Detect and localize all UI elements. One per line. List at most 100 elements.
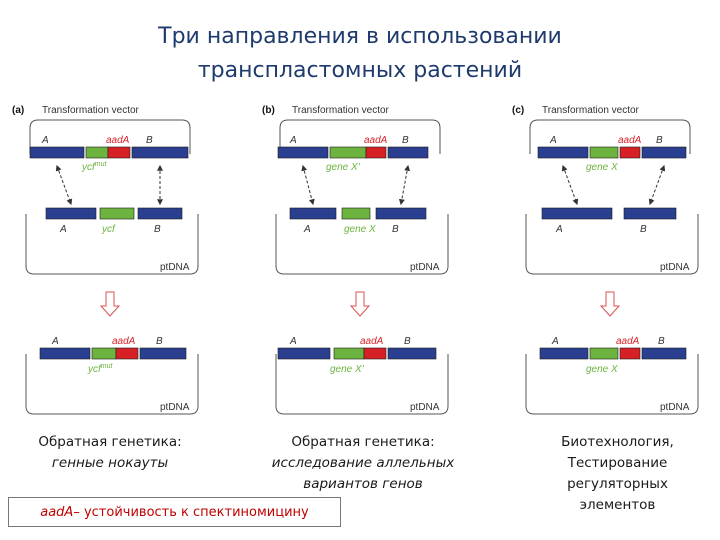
result-aada-block — [115, 347, 139, 360]
result-label-b: B — [658, 336, 665, 347]
ptdna-outline — [275, 214, 449, 275]
ptdna-block-a — [289, 207, 337, 220]
vector-outline — [29, 119, 191, 154]
result-label-a: A — [551, 336, 559, 347]
result-outline — [275, 354, 449, 415]
result-gene-block — [333, 347, 365, 360]
ptdna-label: ptDNA — [410, 262, 440, 273]
recombination-arrow-a — [301, 164, 315, 206]
result-gene-block — [91, 347, 117, 360]
ptdna-label: ptDNA — [660, 262, 690, 273]
note-text: – устойчивость к спектиномицину — [73, 504, 309, 520]
aada-note: aadA – устойчивость к спектиномицину — [8, 497, 341, 527]
ptdna-gene-block — [341, 207, 371, 220]
panel-tag: (c) — [512, 105, 524, 116]
ptdna-label: ptDNA — [160, 262, 190, 273]
vector-label-aada: aadA — [618, 135, 642, 146]
result-aada-block — [619, 347, 641, 360]
caption-a-line-1: Обратная генетика: — [38, 434, 182, 450]
ptdna-block-b — [375, 207, 427, 220]
vector-aada-block — [107, 146, 131, 159]
result-block-b — [387, 347, 437, 360]
caption-b-line-3: вариантов генов — [303, 476, 423, 492]
result-gene-block — [589, 347, 619, 360]
vector-label: Transformation vector — [292, 105, 390, 116]
vector-label-gene: ycfmut — [81, 161, 108, 173]
vector-label-a: A — [41, 135, 49, 146]
result-block-a — [277, 347, 331, 360]
ptdna-label-a: A — [59, 224, 67, 235]
ptdna-label-a: A — [303, 224, 311, 235]
vector-aada-block — [619, 146, 641, 159]
caption-c-line-3: регуляторных — [567, 476, 668, 492]
result-outline — [525, 354, 699, 415]
vector-gene-block — [329, 146, 367, 159]
vector-gene-block — [85, 146, 109, 159]
result-label-a: A — [289, 336, 297, 347]
vector-outline — [279, 119, 441, 154]
vector-label-b: B — [146, 135, 153, 146]
result-block-b — [641, 347, 687, 360]
page-title: Три направления в использовании транспла… — [0, 20, 720, 88]
vector-block-b — [131, 146, 189, 159]
ptdna-label-gene: ycf — [101, 224, 116, 235]
vector-label: Transformation vector — [42, 105, 140, 116]
result-outline — [25, 354, 199, 415]
caption-c-line-1: Биотехнология, — [561, 434, 674, 450]
ptdna-block-a — [541, 207, 613, 220]
caption-panel-c: Биотехнология, Тестирование регуляторных… — [520, 432, 715, 516]
recombination-arrow-a — [55, 164, 73, 206]
vector-block-a — [277, 146, 329, 159]
result-label-gene: ycfmut — [87, 363, 114, 375]
ptdna-block-a — [45, 207, 97, 220]
vector-aada-block — [365, 146, 387, 159]
ptdna-label-b: B — [640, 224, 647, 235]
vector-outline — [529, 119, 691, 154]
result-block-a — [539, 347, 589, 360]
ptdna-label-b: B — [392, 224, 399, 235]
vector-label-gene: gene X — [586, 162, 618, 173]
recombination-arrow-a — [561, 164, 579, 206]
note-gene: aadA — [40, 504, 74, 520]
ptdna-outline — [25, 214, 199, 275]
vector-block-a — [29, 146, 85, 159]
vector-label-b: B — [402, 135, 409, 146]
vector-gene-block — [589, 146, 619, 159]
result-label-b: B — [156, 336, 163, 347]
title-line-1: Три направления в использовании — [158, 24, 562, 49]
transition-arrow — [599, 291, 621, 317]
ptdna-gene-block — [99, 207, 135, 220]
panel-tag: (a) — [12, 105, 24, 116]
result-ptdna-label: ptDNA — [660, 402, 690, 413]
result-block-b — [139, 347, 187, 360]
recombination-arrow-b — [398, 164, 411, 206]
vector-label-aada: aadA — [364, 135, 388, 146]
caption-c-line-2: Тестирование — [567, 455, 668, 471]
ptdna-label-a: A — [555, 224, 563, 235]
result-label-b: B — [404, 336, 411, 347]
transition-arrow — [349, 291, 371, 317]
vector-label-a: A — [549, 135, 557, 146]
recombination-arrow-b — [648, 164, 666, 206]
ptdna-label-gene: gene X — [344, 224, 376, 235]
result-label-aada: aadA — [112, 336, 136, 347]
caption-c-line-4: элементов — [579, 497, 656, 513]
ptdna-outline — [525, 214, 699, 275]
title-line-2: транспластомных растений — [197, 58, 523, 83]
result-label-aada: aadA — [616, 336, 640, 347]
ptdna-block-b — [137, 207, 183, 220]
result-label-gene: gene X' — [330, 364, 365, 375]
caption-panel-b: Обратная генетика: исследование аллельны… — [248, 432, 478, 495]
caption-b-line-2: исследование аллельных — [271, 455, 455, 471]
vector-label-gene: gene X' — [326, 162, 361, 173]
ptdna-label-b: B — [154, 224, 161, 235]
vector-label-aada: aadA — [106, 135, 130, 146]
result-block-a — [39, 347, 91, 360]
ptdna-block-b — [623, 207, 677, 220]
result-label-aada: aadA — [360, 336, 384, 347]
result-label-a: A — [51, 336, 59, 347]
vector-label-a: A — [289, 135, 297, 146]
